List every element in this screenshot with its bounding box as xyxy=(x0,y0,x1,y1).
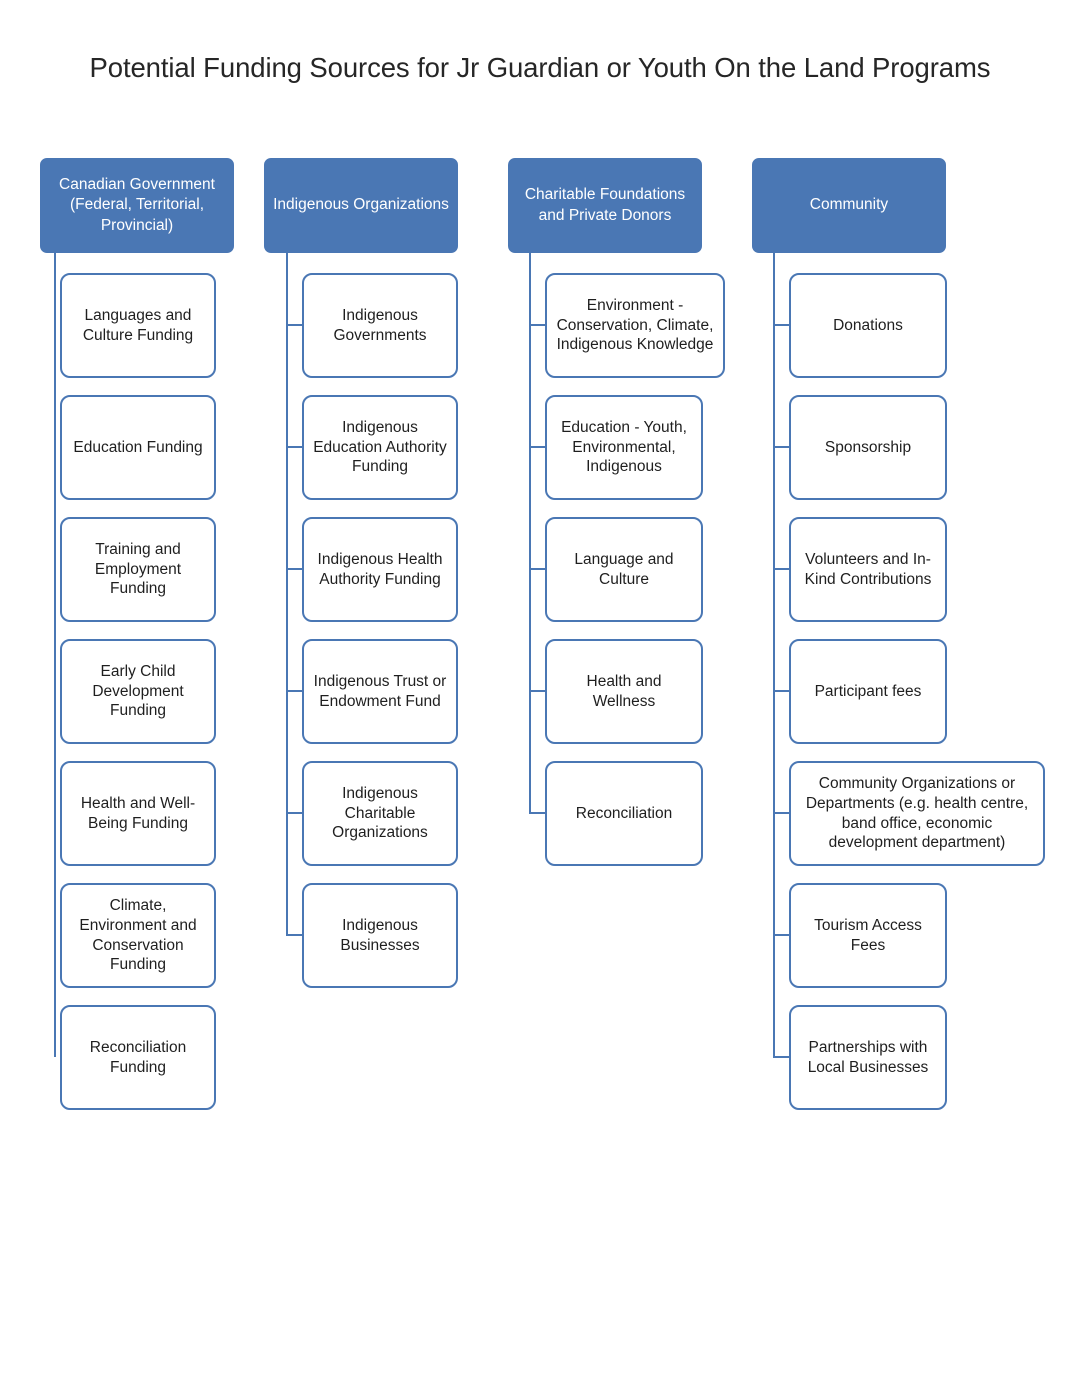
connector-stub-col4-item5 xyxy=(773,812,791,815)
node-box-participant-fees[interactable]: Participant fees xyxy=(789,639,947,744)
header-box-indigenous-organizations[interactable]: Indigenous Organizations xyxy=(264,158,458,253)
node-box-volunteers-and-in-kind-contributions[interactable]: Volunteers and In-Kind Contributions xyxy=(789,517,947,622)
connector-trunk-col3 xyxy=(529,248,532,813)
node-box-donations[interactable]: Donations xyxy=(789,273,947,378)
connector-stub-col4-item7 xyxy=(773,1056,791,1059)
node-box-health-and-wellness[interactable]: Health and Wellness xyxy=(545,639,703,744)
connector-stub-col3-item5 xyxy=(529,812,547,815)
connector-stub-col2-item6 xyxy=(286,934,304,937)
connector-stub-col4-item3 xyxy=(773,568,791,571)
node-box-partnerships-with-local-businesses[interactable]: Partnerships with Local Businesses xyxy=(789,1005,947,1110)
node-box-languages-and-culture-funding[interactable]: Languages and Culture Funding xyxy=(60,273,216,378)
node-box-language-and-culture[interactable]: Language and Culture xyxy=(545,517,703,622)
node-box-health-and-well-being-funding[interactable]: Health and Well-Being Funding xyxy=(60,761,216,866)
node-box-training-and-employment-funding[interactable]: Training and Employment Funding xyxy=(60,517,216,622)
connector-stub-col4-item4 xyxy=(773,690,791,693)
page-title: Potential Funding Sources for Jr Guardia… xyxy=(89,52,991,83)
node-box-climate-environment-and-conservation-funding[interactable]: Climate, Environment and Conservation Fu… xyxy=(60,883,216,988)
header-box-community[interactable]: Community xyxy=(752,158,946,253)
node-box-indigenous-health-authority-funding[interactable]: Indigenous Health Authority Funding xyxy=(302,517,458,622)
node-box-indigenous-charitable-organizations[interactable]: Indigenous Charitable Organizations xyxy=(302,761,458,866)
node-box-reconciliation-funding[interactable]: Reconciliation Funding xyxy=(60,1005,216,1110)
connector-stub-col4-item2 xyxy=(773,446,791,449)
connector-stub-col3-item4 xyxy=(529,690,547,693)
node-box-indigenous-businesses[interactable]: Indigenous Businesses xyxy=(302,883,458,988)
connector-stub-col4-item1 xyxy=(773,324,791,327)
connector-stub-col3-item1 xyxy=(529,324,547,327)
node-box-indigenous-education-authority-funding[interactable]: Indigenous Education Authority Funding xyxy=(302,395,458,500)
node-box-community-organizations-or-departments[interactable]: Community Organizations or Departments (… xyxy=(789,761,1045,866)
connector-stub-col2-item2 xyxy=(286,446,304,449)
node-box-indigenous-trust-or-endowment-fund[interactable]: Indigenous Trust or Endowment Fund xyxy=(302,639,458,744)
node-box-education-funding[interactable]: Education Funding xyxy=(60,395,216,500)
connector-stub-col2-item4 xyxy=(286,690,304,693)
node-box-sponsorship[interactable]: Sponsorship xyxy=(789,395,947,500)
connector-trunk-col2 xyxy=(286,248,289,935)
connector-trunk-col4 xyxy=(773,248,776,1057)
node-box-environment-conservation-climate-indigenous-knowledge[interactable]: Environment - Conservation, Climate, Ind… xyxy=(545,273,725,378)
node-box-tourism-access-fees[interactable]: Tourism Access Fees xyxy=(789,883,947,988)
node-box-indigenous-governments[interactable]: Indigenous Governments xyxy=(302,273,458,378)
connector-stub-col3-item3 xyxy=(529,568,547,571)
node-box-early-child-development-funding[interactable]: Early Child Development Funding xyxy=(60,639,216,744)
connector-trunk-col1 xyxy=(54,248,57,1057)
connector-stub-col2-item3 xyxy=(286,568,304,571)
connector-stub-col2-item5 xyxy=(286,812,304,815)
node-box-reconciliation[interactable]: Reconciliation xyxy=(545,761,703,866)
header-box-canadian-government[interactable]: Canadian Government (Federal, Territoria… xyxy=(40,158,234,253)
connector-stub-col4-item6 xyxy=(773,934,791,937)
connector-stub-col2-item1 xyxy=(286,324,304,327)
header-box-charitable-foundations-and-private-donors[interactable]: Charitable Foundations and Private Donor… xyxy=(508,158,702,253)
connector-stub-col3-item2 xyxy=(529,446,547,449)
node-box-education-youth-environmental-indigenous[interactable]: Education - Youth, Environmental, Indige… xyxy=(545,395,703,500)
